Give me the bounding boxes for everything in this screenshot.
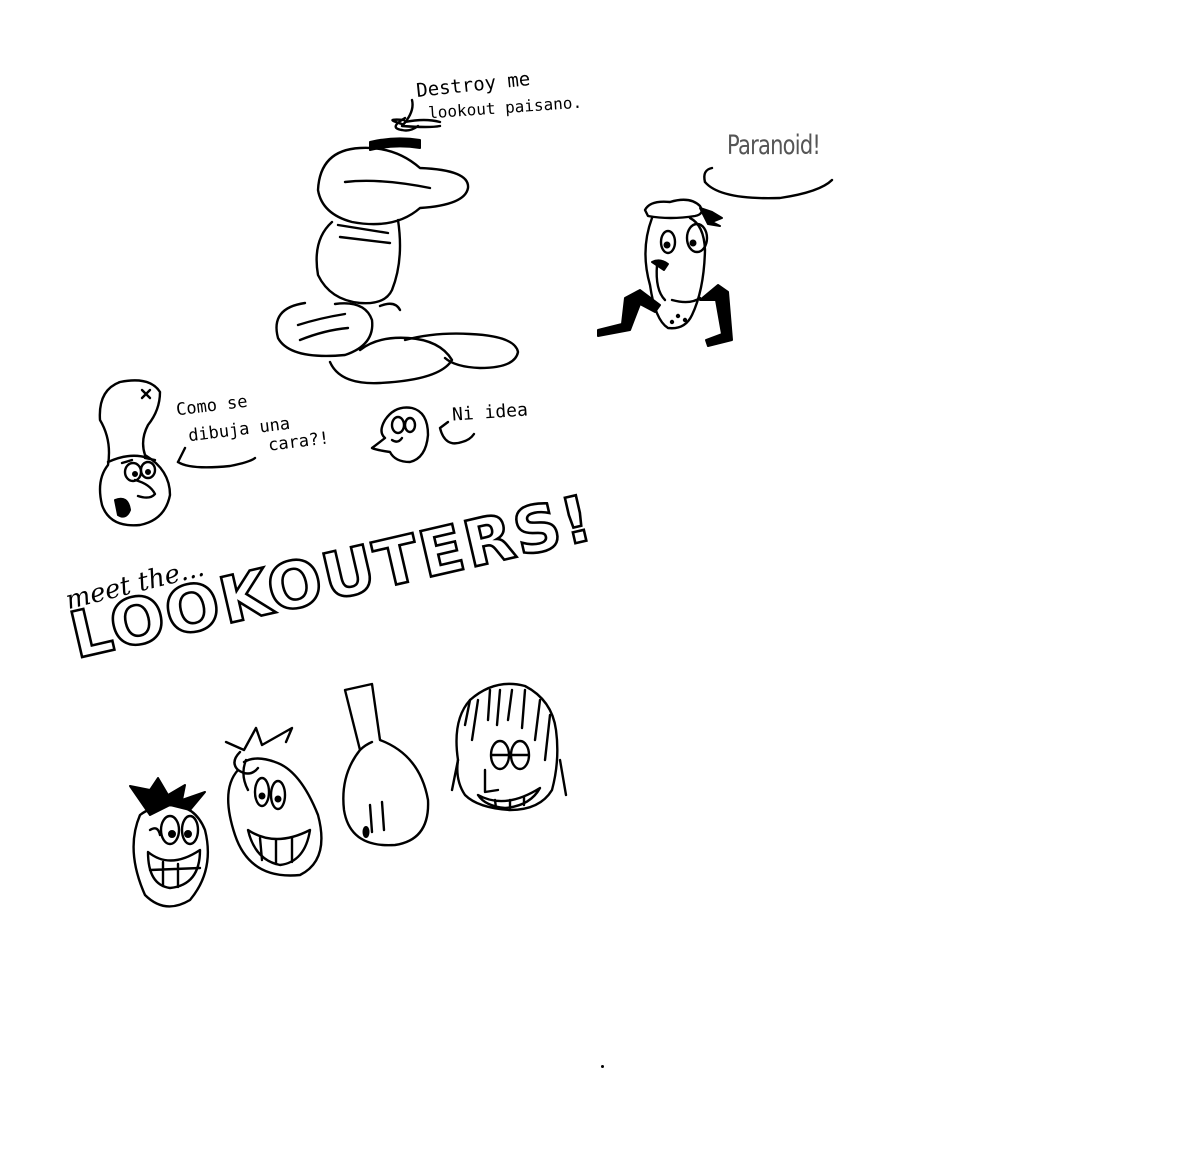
noise-face-icon xyxy=(342,682,430,847)
stray-dot xyxy=(601,1065,604,1068)
big-nose-chef-character-icon xyxy=(275,116,520,385)
peppino-speech: Paranoid! xyxy=(727,130,821,161)
grinning-face-1-icon xyxy=(129,777,209,908)
shaggy-hair-face-icon xyxy=(450,682,568,812)
small-face-speech-tail-icon xyxy=(438,420,476,445)
grinning-face-2-icon xyxy=(224,726,323,877)
small-face-character-icon xyxy=(370,406,430,464)
gnome-speech-tail-tip-icon xyxy=(176,446,187,464)
gnome-character-icon xyxy=(98,379,172,527)
gnome-speech-tail-icon xyxy=(176,456,257,469)
peppino-character-icon xyxy=(597,166,834,347)
chef-speech-tail-icon xyxy=(400,98,442,129)
